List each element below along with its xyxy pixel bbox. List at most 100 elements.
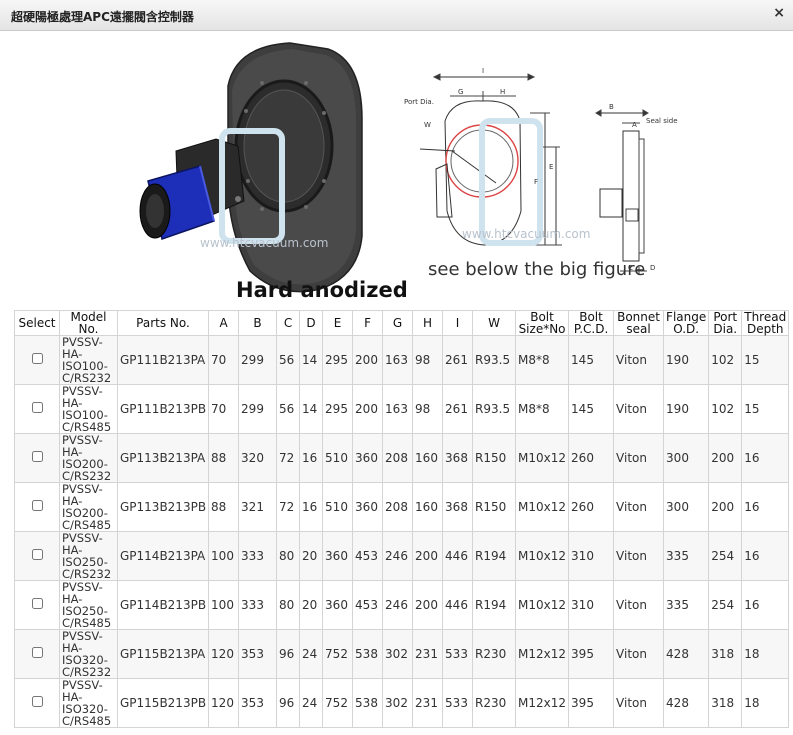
col-header: H [412, 310, 444, 336]
cell-model: PVSSV-HA-ISO200-C/RS485 [59, 482, 118, 532]
cell-A: 100 [208, 531, 240, 581]
cell-H: 98 [412, 384, 444, 434]
cell-part: GP115B213PB [116, 678, 210, 728]
select-cell [14, 580, 60, 630]
row-select-checkbox[interactable] [31, 549, 43, 560]
dim-label-I: I [482, 67, 484, 75]
cell-thread: 15 [741, 335, 790, 385]
cell-bolt: M10x12 [515, 580, 570, 630]
cell-thread: 16 [741, 580, 790, 630]
cell-H: 160 [412, 433, 444, 483]
cell-thread: 18 [741, 629, 790, 679]
cell-H: 160 [412, 482, 444, 532]
cell-E: 510 [322, 482, 354, 532]
cell-C: 80 [276, 531, 301, 581]
cell-bolt: M12x12 [515, 678, 570, 728]
cell-model: PVSSV-HA-ISO100-C/RS232 [59, 335, 118, 385]
row-select-checkbox[interactable] [31, 402, 43, 413]
cell-G: 246 [382, 531, 414, 581]
close-icon[interactable]: × [773, 5, 785, 21]
cell-pcd: 260 [568, 433, 615, 483]
cell-part: GP113B213PA [116, 433, 210, 483]
cell-part: GP111B213PA [116, 335, 210, 385]
row-select-checkbox[interactable] [31, 353, 43, 364]
col-header: Parts No. [116, 310, 210, 336]
cell-D: 20 [299, 580, 324, 630]
cell-flange: 428 [663, 678, 710, 728]
cell-seal: Viton [613, 531, 665, 581]
cell-pcd: 260 [568, 482, 615, 532]
select-cell [14, 531, 60, 581]
dimension-drawing-side [595, 109, 649, 275]
cell-D: 14 [299, 384, 324, 434]
col-header: G [382, 310, 414, 336]
select-cell [14, 433, 60, 483]
dialog-title: 超硬陽極處理APC遠擺閥含控制器 [11, 10, 194, 24]
row-select-checkbox[interactable] [31, 500, 43, 511]
cell-part: GP115B213PA [116, 629, 210, 679]
cell-A: 88 [208, 482, 240, 532]
cell-A: 100 [208, 580, 240, 630]
dim-label-E: E [549, 163, 553, 171]
watermark-right: www.htcvacuum.com [462, 227, 591, 241]
row-select-checkbox[interactable] [31, 451, 43, 462]
cell-seal: Viton [613, 629, 665, 679]
cell-pcd: 395 [568, 678, 615, 728]
dim-label-A: A [632, 121, 637, 129]
col-header: I [442, 310, 474, 336]
col-header: Bolt P.C.D. [568, 310, 615, 336]
select-cell [14, 629, 60, 679]
cell-A: 120 [208, 629, 240, 679]
dim-label-H: H [500, 88, 505, 96]
table-header-row: Select Model No. Parts No. A B C D E F G… [14, 310, 790, 336]
cell-port: 200 [708, 433, 743, 483]
cell-H: 231 [412, 678, 444, 728]
cell-I: 368 [442, 433, 474, 483]
cell-thread: 15 [741, 384, 790, 434]
cell-thread: 16 [741, 482, 790, 532]
dim-label-D: D [650, 264, 655, 272]
cell-C: 56 [276, 335, 301, 385]
cell-bolt: M8*8 [515, 384, 570, 434]
cell-I: 368 [442, 482, 474, 532]
cell-E: 510 [322, 433, 354, 483]
cell-bolt: M12x12 [515, 629, 570, 679]
cell-E: 295 [322, 335, 354, 385]
col-header: Bolt Size*No [515, 310, 570, 336]
cell-port: 200 [708, 482, 743, 532]
cell-D: 24 [299, 678, 324, 728]
cell-G: 302 [382, 629, 414, 679]
cell-thread: 16 [741, 433, 790, 483]
cell-thread: 18 [741, 678, 790, 728]
col-header: D [299, 310, 324, 336]
cell-part: GP113B213PB [116, 482, 210, 532]
cell-E: 295 [322, 384, 354, 434]
cell-pcd: 395 [568, 629, 615, 679]
cell-W: R93.5 [472, 335, 517, 385]
row-select-checkbox[interactable] [31, 598, 43, 609]
row-select-checkbox[interactable] [31, 696, 43, 707]
cell-seal: Viton [613, 335, 665, 385]
cell-B: 353 [238, 678, 278, 728]
cell-C: 96 [276, 629, 301, 679]
valve-3d-render [139, 42, 363, 293]
cell-model: PVSSV-HA-ISO250-C/RS485 [59, 580, 118, 630]
cell-pcd: 310 [568, 531, 615, 581]
cell-B: 353 [238, 629, 278, 679]
row-select-checkbox[interactable] [31, 647, 43, 658]
cell-flange: 428 [663, 629, 710, 679]
cell-I: 446 [442, 580, 474, 630]
cell-flange: 335 [663, 531, 710, 581]
cell-bolt: M10x12 [515, 531, 570, 581]
dim-label-B: B [609, 103, 614, 111]
specification-table: Select Model No. Parts No. A B C D E F G… [14, 310, 790, 728]
cell-E: 360 [322, 580, 354, 630]
